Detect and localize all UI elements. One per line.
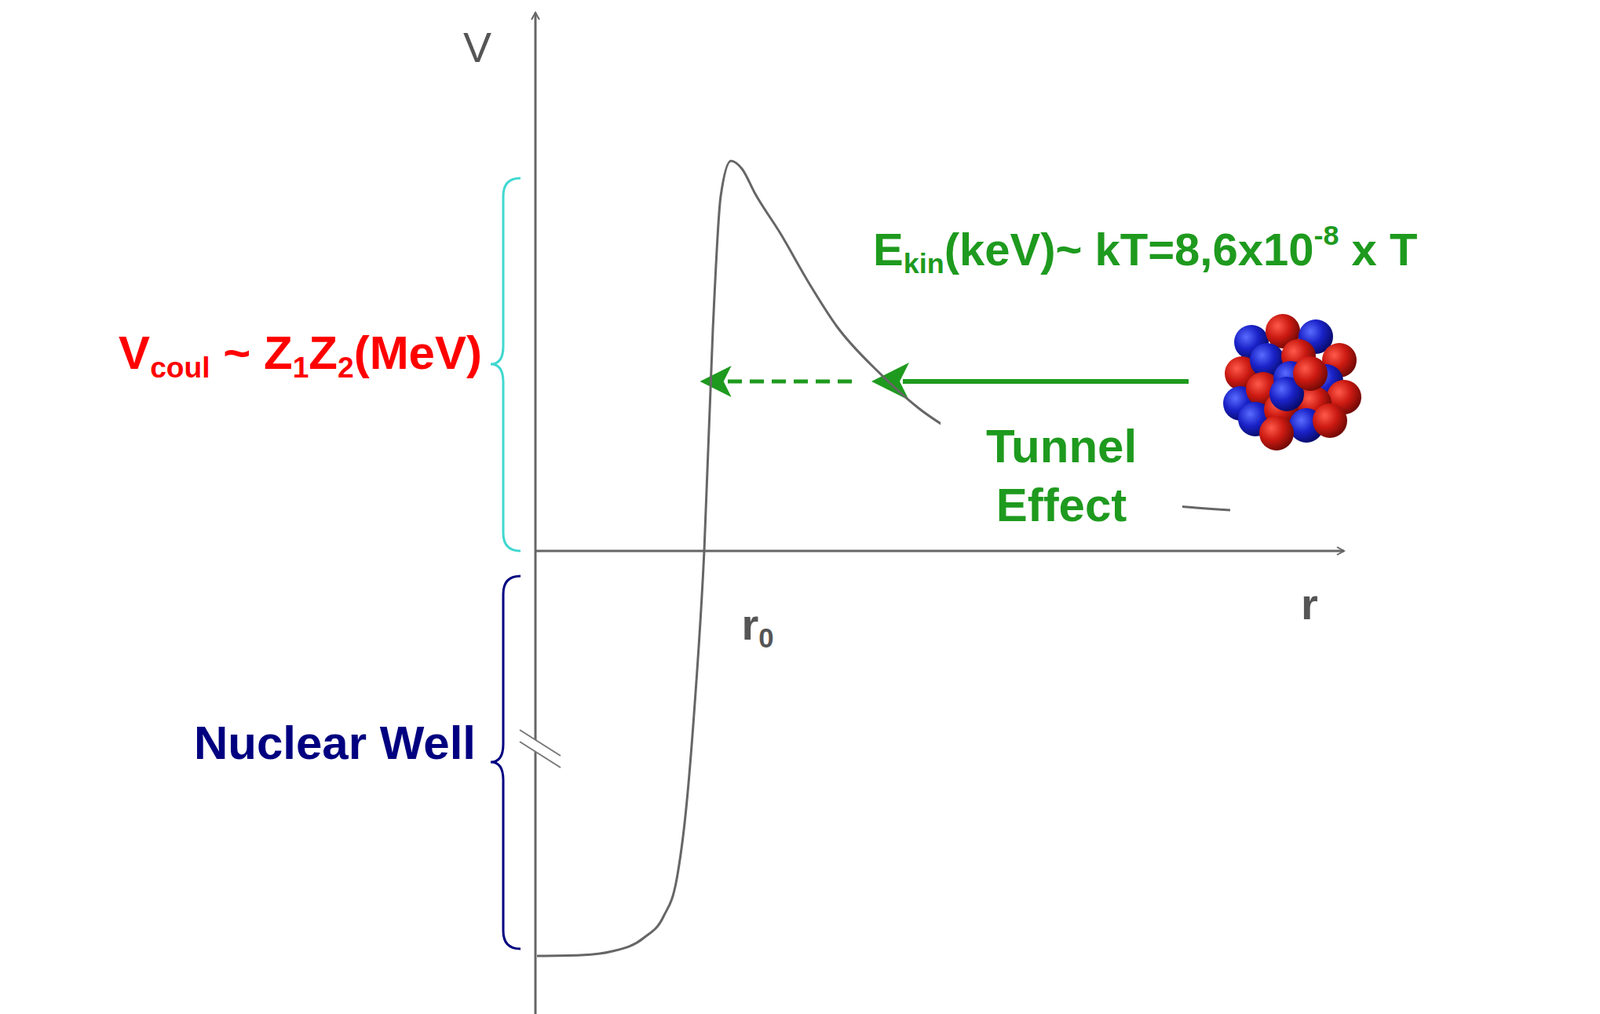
coulomb-brace xyxy=(490,178,521,552)
text-run: Nuclear Well xyxy=(193,716,476,770)
subscript: 0 xyxy=(758,623,774,654)
text-run: (MeV) xyxy=(354,326,483,380)
v-axis xyxy=(534,12,537,1014)
tunnel-arrow xyxy=(726,379,852,384)
kinetic-energy-label: Ekin(keV)~ kT=8,6x10-8 x T xyxy=(873,223,1418,277)
axis-break-mark xyxy=(519,730,561,757)
text-run: Tunnel Effect xyxy=(986,420,1137,532)
nucleon-ball xyxy=(1312,403,1348,439)
subscript: kin xyxy=(903,247,945,280)
text-run: V xyxy=(118,326,150,380)
radius-label: r0 xyxy=(741,599,774,651)
subscript: 1 xyxy=(292,350,310,384)
nucleon-ball xyxy=(1259,416,1294,451)
text-run: (keV)~ kT=8,6x10 xyxy=(944,223,1315,275)
text-run: r xyxy=(1300,579,1319,629)
text-run: ~ Z xyxy=(210,326,293,380)
subscript: 2 xyxy=(337,350,355,384)
nucleus-icon xyxy=(1223,314,1362,451)
text-run: x T xyxy=(1338,223,1418,275)
axis-break-mark xyxy=(519,741,561,768)
nuclear-well-label: Nuclear Well xyxy=(193,715,476,771)
text-run: V xyxy=(463,23,492,71)
text-run: E xyxy=(873,223,904,275)
r-axis xyxy=(535,550,1345,553)
text-run: r xyxy=(741,599,759,650)
nucleon-ball xyxy=(1293,356,1328,391)
well-brace xyxy=(490,576,521,950)
axis-break-gap xyxy=(521,731,559,768)
text-run: Z xyxy=(308,326,338,380)
potential-curve-group xyxy=(536,160,1231,957)
superscript: -8 xyxy=(1313,219,1339,252)
v-axis-label: V xyxy=(463,22,492,72)
coulomb-barrier-label: Vcoul ~ Z1Z2(MeV) xyxy=(118,325,483,380)
potential-curve xyxy=(536,160,1231,957)
subscript: coul xyxy=(149,350,210,384)
incoming-arrow xyxy=(902,379,1189,384)
tunnel-effect-label: Tunnel Effect xyxy=(940,416,1183,535)
r-axis-label: r xyxy=(1300,579,1319,630)
